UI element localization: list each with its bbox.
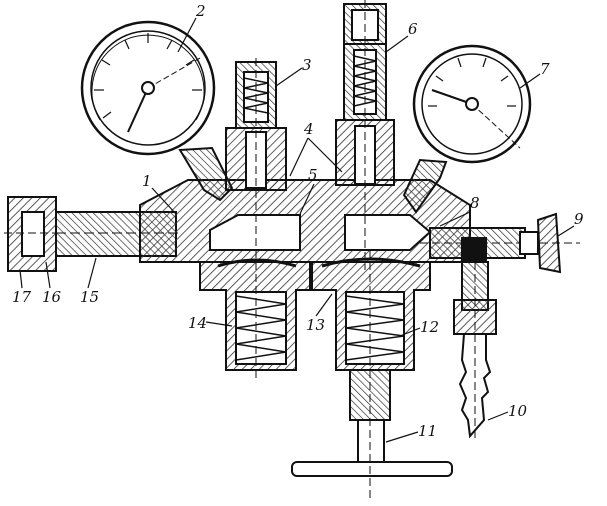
safety-valve-high (225, 58, 287, 270)
callout-1: 1 (142, 172, 152, 190)
callout-2: 2 (195, 2, 206, 20)
callout-6: 6 (408, 20, 418, 38)
callout-14: 14 (188, 314, 207, 332)
callout-3: 3 (302, 56, 312, 74)
reducer-chamber-low (291, 250, 453, 498)
callout-8: 8 (470, 194, 480, 212)
callout-10: 10 (508, 402, 528, 420)
reducer-chamber-high (199, 250, 311, 380)
safety-valve-low (335, 0, 395, 270)
leader-lines (19, 17, 575, 443)
callout-13: 13 (306, 316, 325, 334)
callout-9: 9 (574, 210, 584, 228)
callout-16: 16 (42, 288, 62, 306)
callout-labels: 1 2 3 4 5 6 7 8 9 10 11 12 13 14 15 16 1… (12, 2, 584, 440)
callout-11: 11 (418, 422, 437, 440)
inlet-nut (4, 196, 60, 272)
low-pressure-gauge (402, 44, 532, 214)
high-pressure-gauge (80, 20, 234, 202)
regulator-body (139, 179, 471, 263)
callout-17: 17 (12, 288, 32, 306)
callout-15: 15 (80, 288, 99, 306)
callout-7: 7 (540, 60, 550, 78)
callout-4: 4 (303, 120, 314, 138)
outlet-valve (420, 212, 580, 274)
hose-nipple (453, 261, 497, 440)
callout-5: 5 (308, 166, 318, 184)
callout-12: 12 (420, 318, 439, 336)
